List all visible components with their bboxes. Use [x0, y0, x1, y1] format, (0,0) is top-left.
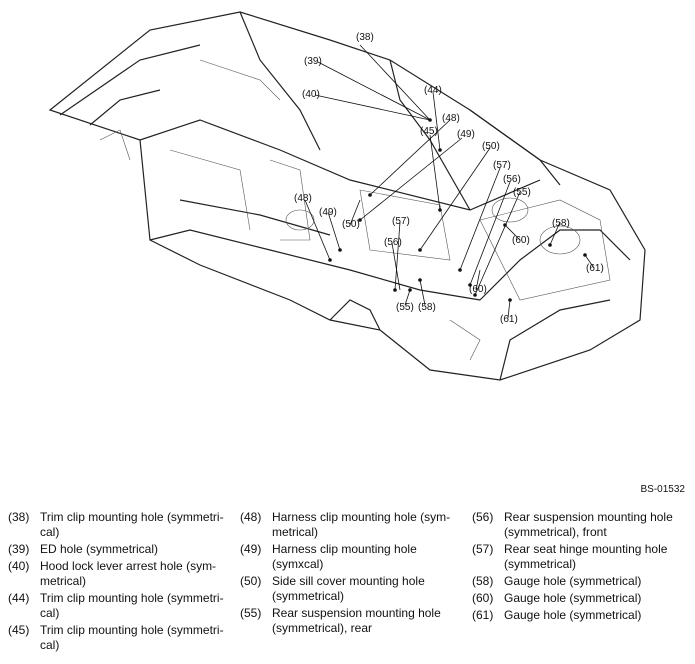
legend-text: Trim clip mounting hole (symmetri-cal)	[40, 510, 224, 539]
callout-label: (40)	[302, 89, 320, 100]
legend-item: (49) Harness clip mounting hole (symxcal)	[240, 542, 468, 572]
legend-number: (40)	[8, 559, 30, 573]
legend-item: (60) Gauge hole (symmetrical)	[472, 591, 692, 606]
legend-item: (45) Trim clip mounting hole (symmetri-ca…	[8, 623, 233, 653]
legend-item: (39) ED hole (symmetrical)	[8, 542, 233, 557]
legend-number: (55)	[240, 606, 262, 620]
legend-text: Trim clip mounting hole (symmetri-cal)	[40, 623, 224, 652]
callout-label: (60)	[512, 235, 530, 246]
callout-label: (50)	[342, 219, 360, 230]
hole-markers	[328, 118, 587, 302]
legend-column: (38) Trim clip mounting hole (symmetri-ca…	[8, 510, 233, 655]
legend-column: (56) Rear suspension mounting hole (symme…	[472, 510, 692, 625]
body-detail	[99, 59, 611, 361]
figure-id: BS-01532	[640, 484, 685, 495]
legend-number: (45)	[8, 623, 30, 637]
legend-item: (61) Gauge hole (symmetrical)	[472, 608, 692, 623]
callout-label: (49)	[457, 129, 475, 140]
legend-text: Rear seat hinge mounting hole (symmetric…	[504, 542, 668, 571]
legend-item: (38) Trim clip mounting hole (symmetri-ca…	[8, 510, 233, 540]
legend-item: (40) Hood lock lever arrest hole (sym-met…	[8, 559, 233, 589]
legend-item: (56) Rear suspension mounting hole (symme…	[472, 510, 692, 540]
legend-number: (61)	[472, 608, 494, 622]
legend-number: (50)	[240, 574, 262, 588]
legend-number: (57)	[472, 542, 494, 556]
legend-item: (44) Trim clip mounting hole (symmetri-ca…	[8, 591, 233, 621]
callout-label: (61)	[500, 314, 518, 325]
legend-text: Harness clip mounting hole (symxcal)	[272, 542, 417, 571]
callout-label: (55)	[396, 302, 414, 313]
legend-number: (39)	[8, 542, 30, 556]
callout-label: (48)	[294, 193, 312, 204]
legend-text: Trim clip mounting hole (symmetri-cal)	[40, 591, 224, 620]
callout-label: (44)	[424, 85, 442, 96]
legend-text: Rear suspension mounting hole (symmetric…	[504, 510, 673, 539]
callout-label: (57)	[392, 216, 410, 227]
leader-lines	[304, 44, 595, 319]
legend-text: Hood lock lever arrest hole (sym-metrica…	[40, 559, 217, 588]
legend-text: Rear suspension mounting hole (symmetric…	[272, 606, 441, 635]
legend-text: ED hole (symmetrical)	[40, 542, 159, 556]
callout-label: (49)	[319, 207, 337, 218]
body-diagram: (38) (39) (40) (44) (48) (45) (49) (50) …	[48, 11, 646, 381]
legend-column: (48) Harness clip mounting hole (sym-metr…	[240, 510, 468, 638]
callout-label: (45)	[420, 126, 438, 137]
legend-text: Side sill cover mounting hole (symmetric…	[272, 574, 425, 603]
legend-number: (60)	[472, 591, 494, 605]
legend-number: (48)	[240, 510, 262, 524]
callout-label: (61)	[586, 263, 604, 274]
callout-label: (58)	[552, 218, 570, 229]
legend-text: Gauge hole (symmetrical)	[504, 608, 642, 622]
legend-number: (44)	[8, 591, 30, 605]
legend-text: Gauge hole (symmetrical)	[504, 591, 642, 605]
legend-item: (55) Rear suspension mounting hole (symme…	[240, 606, 468, 636]
car-body-outline	[48, 11, 646, 381]
callout-label: (38)	[356, 32, 374, 43]
callout-label: (56)	[384, 237, 402, 248]
legend-text: Gauge hole (symmetrical)	[504, 574, 642, 588]
callout-label: (57)	[493, 160, 511, 171]
legend-number: (56)	[472, 510, 494, 524]
legend-item: (57) Rear seat hinge mounting hole (symme…	[472, 542, 692, 572]
legend-number: (49)	[240, 542, 262, 556]
callout-label: (60)	[469, 284, 487, 295]
legend-item: (58) Gauge hole (symmetrical)	[472, 574, 692, 589]
callout-label: (55)	[513, 187, 531, 198]
callout-label: (39)	[304, 56, 322, 67]
callout-label: (50)	[482, 141, 500, 152]
legend-text: Harness clip mounting hole (sym-metrical…	[272, 510, 451, 539]
callout-label: (56)	[503, 174, 521, 185]
callout-label: (48)	[442, 113, 460, 124]
callout-label: (58)	[418, 302, 436, 313]
callout-labels: (38) (39) (40) (44) (48) (45) (49) (50) …	[294, 32, 604, 325]
legend-item: (48) Harness clip mounting hole (sym-metr…	[240, 510, 468, 540]
legend-number: (38)	[8, 510, 30, 524]
legend-number: (58)	[472, 574, 494, 588]
legend-item: (50) Side sill cover mounting hole (symme…	[240, 574, 468, 604]
